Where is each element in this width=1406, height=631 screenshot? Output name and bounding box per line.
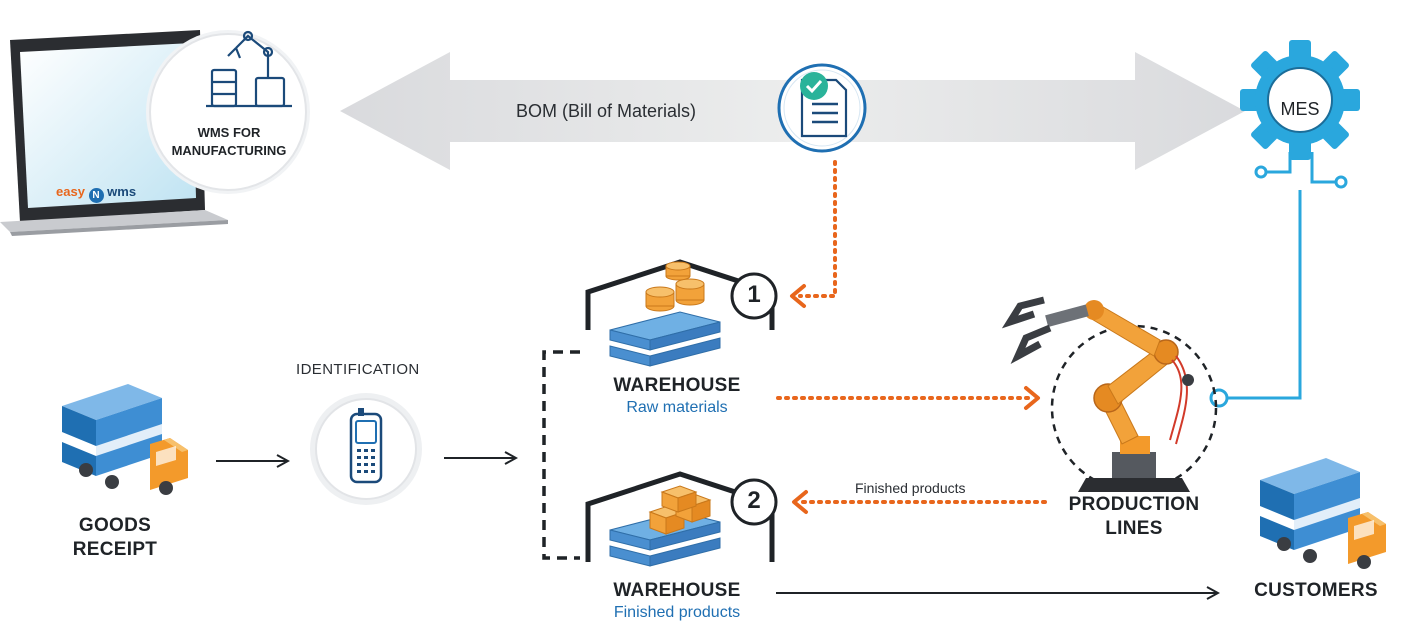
warehouse-finished-icon [585, 471, 778, 567]
easywms-logo: easy N wms [56, 184, 136, 203]
scanner-icon [310, 393, 422, 505]
production-lines-label: PRODUCTION LINES [1050, 493, 1218, 541]
production-lines-line1: PRODUCTION [1068, 494, 1200, 515]
robot-factory-icon [206, 30, 292, 108]
warehouse-bracket [542, 350, 580, 560]
warehouse-raw-icon [585, 259, 778, 367]
customers-label: CUSTOMERS [1254, 580, 1378, 601]
arrowhead-to-warehouse-1 [790, 284, 806, 308]
document-check-icon [777, 63, 867, 153]
goods-receipt-label: GOODS RECEIPT [60, 514, 170, 562]
goods-receipt-line1: GOODS [78, 515, 152, 536]
arrowhead-to-warehouse-2 [792, 490, 808, 514]
truck-icon-customers [1260, 458, 1386, 569]
mes-label: MES [1280, 99, 1320, 119]
warehouse-finished-label: WAREHOUSE Finished products [582, 580, 772, 622]
logo-word-left: easy [56, 184, 85, 199]
logo-mark-icon: N [88, 188, 104, 203]
mes-link-line [1226, 190, 1302, 400]
finished-products-flow-label: Finished products [855, 480, 966, 496]
identification-label: IDENTIFICATION [296, 361, 420, 378]
wms-badge-line2: MANUFACTURING [171, 143, 287, 158]
warehouse-finished-subtitle: Finished products [613, 604, 741, 621]
wms-badge-line1: WMS FOR [197, 125, 261, 140]
wms-badge-text: WMS FOR MANUFACTURING [170, 124, 288, 160]
warehouse-1-number: 1 [747, 281, 761, 308]
goods-receipt-line2: RECEIPT [72, 539, 158, 560]
robot-arm-icon [1001, 296, 1218, 492]
production-lines-line2: LINES [1105, 518, 1163, 539]
logo-word-right: wms [107, 184, 137, 199]
truck-icon-receipt [62, 384, 188, 495]
warehouse-finished-title: WAREHOUSE [613, 580, 741, 601]
mes-gear-icon [1240, 40, 1360, 189]
warehouse-raw-title: WAREHOUSE [613, 375, 741, 396]
bom-label: BOM (Bill of Materials) [516, 101, 697, 121]
warehouse-raw-subtitle: Raw materials [626, 399, 728, 416]
warehouse-raw-label: WAREHOUSE Raw materials [582, 375, 772, 417]
warehouse-2-number: 2 [747, 487, 761, 514]
arrowhead-to-production [1024, 386, 1040, 410]
bom-to-warehouse-dotted [798, 160, 837, 298]
